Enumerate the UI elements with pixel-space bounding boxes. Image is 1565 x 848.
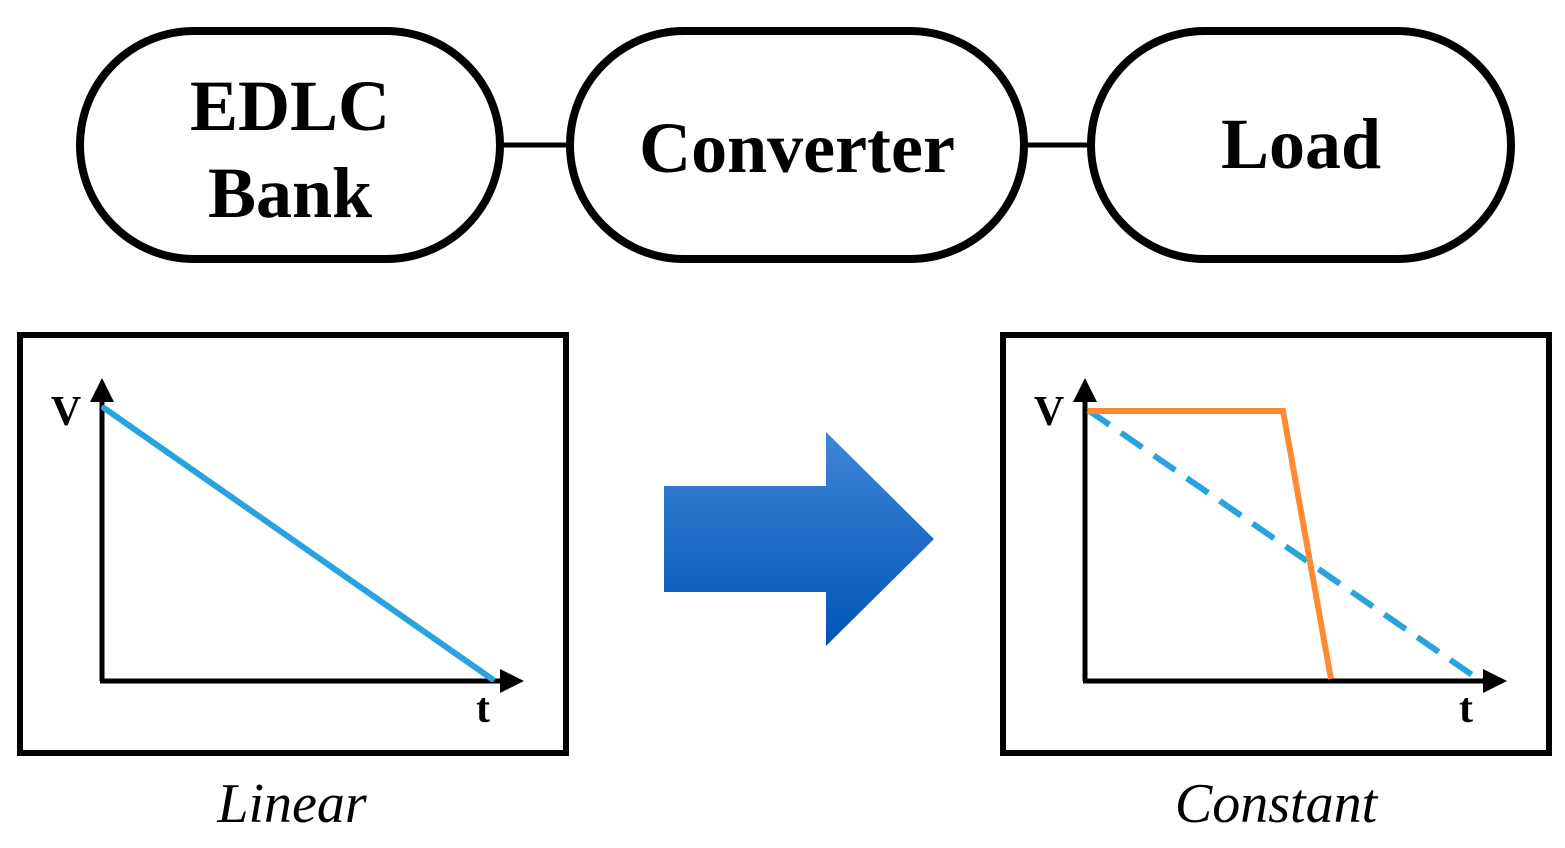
plot-linear-voltage-line [101,405,495,682]
edlc-bank-label-line1: EDLC [190,66,390,146]
plot-constant-y-label: V [1034,389,1064,435]
plot-linear-x-label: t [476,686,490,732]
caption-linear: Linear [216,773,367,835]
plot-constant-y-arrowhead [1073,378,1097,402]
node-edlc-bank: EDLC Bank [76,27,504,263]
plot-constant-voltage-line [1088,408,1334,680]
caption-constant: Constant [1175,773,1379,835]
node-load: Load [1087,27,1515,263]
converter-label: Converter [639,108,955,188]
load-label: Load [1221,104,1381,184]
plot-linear-x-arrowhead [500,669,524,693]
plot-constant-x-label: t [1459,686,1473,732]
plot-linear-y-label: V [51,389,81,435]
plot-constant: V t [1000,332,1552,756]
transition-arrow [664,432,934,646]
edlc-bank-label-line2: Bank [208,153,372,233]
plot-constant-x-arrowhead [1483,669,1507,693]
node-converter: Converter [566,27,1028,263]
plot-linear: V t [17,332,569,756]
plot-linear-y-arrowhead [90,378,114,402]
